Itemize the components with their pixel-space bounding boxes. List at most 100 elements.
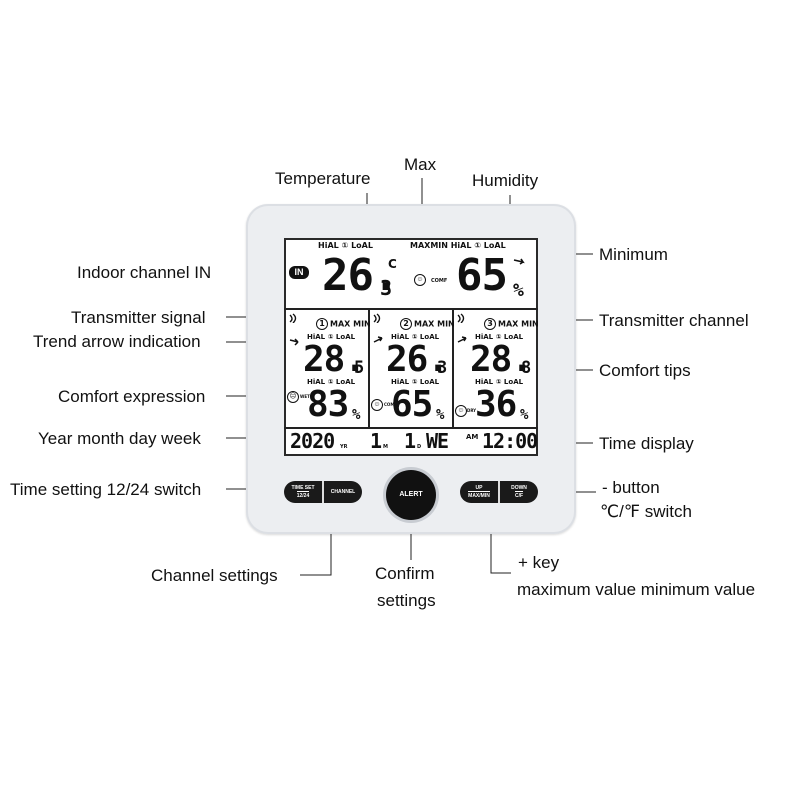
callout-plus-key: + key — [518, 553, 560, 572]
ch1-alarm-labels-2: HiAL ① LoAL — [307, 378, 356, 386]
callout-indoor-channel: Indoor channel IN — [77, 263, 212, 282]
left-button-separator — [322, 481, 324, 503]
year-display: 2020 — [290, 429, 335, 453]
callout-channel-settings: Channel settings — [151, 566, 278, 585]
ch2-signal-waves-icon — [373, 313, 381, 323]
weekday-display: WE — [426, 429, 449, 453]
ch3-trend-arrow-icon — [457, 336, 467, 343]
indoor-comfort-label: COMF — [431, 278, 448, 284]
indoor-trend-arrow-icon — [513, 258, 525, 265]
right-button-pair: UP MAX/MIN DOWN C/F — [460, 481, 538, 503]
ch2-temperature: 26. — [386, 339, 449, 380]
time-set-label: TIME SET — [291, 485, 315, 491]
ch1-sad-face-icon: ☹ — [287, 391, 299, 403]
callout-max: Max — [404, 155, 437, 174]
callout-humidity: Humidity — [472, 171, 539, 190]
ch3-smiley-face-icon: ☺ — [455, 405, 467, 417]
ch3-humidity-percent: % — [520, 407, 529, 423]
ch1-number: 1 — [316, 318, 328, 330]
channel-button[interactable]: CHANNEL — [324, 481, 362, 503]
ch3-alarm-labels: HiAL ① LoAL — [475, 333, 524, 341]
ch3-comfort-label: DRY — [467, 408, 477, 413]
ch1-humidity-percent: % — [352, 407, 361, 423]
callout-unit-switch: ℃/℉ switch — [600, 502, 692, 521]
day-label: D — [417, 444, 422, 450]
ch2-smiley-face-icon: ☺ — [371, 399, 383, 411]
callout-year-month-day-week: Year month day week — [38, 429, 201, 448]
callout-minimum: Minimum — [599, 245, 668, 264]
ch1-temperature-decimal: 5 — [354, 358, 364, 378]
ch1-humidity: 83 — [307, 384, 349, 425]
lcd-divider-bottom — [284, 427, 538, 429]
ch1-max-min: MAX MIN — [330, 319, 371, 329]
time-display: 12:00 — [482, 429, 538, 453]
left-button-pair: TIME SET 12/24 CHANNEL — [284, 481, 362, 503]
time-set-sub-label: 12/24 — [296, 491, 310, 499]
ch1-alarm-labels: HiAL ① LoAL — [307, 333, 356, 341]
down-button[interactable]: DOWN C/F — [500, 481, 538, 503]
up-button-sub-label: MAX/MIN — [468, 491, 490, 499]
year-label: YR — [340, 444, 348, 450]
channel-button-label: CHANNEL — [330, 489, 356, 495]
ch3-signal-waves-icon — [457, 313, 465, 323]
callout-transmitter-signal: Transmitter signal — [71, 308, 206, 327]
indoor-temperature: 26. — [322, 250, 399, 301]
callout-time-display: Time display — [599, 434, 694, 453]
indoor-channel-badge: IN — [289, 266, 309, 279]
lcd-divider-ch2-ch3 — [452, 308, 454, 428]
indoor-alarm-labels-right: MAXMIN HiAL ① LoAL — [410, 241, 506, 250]
month-display: 1 — [370, 429, 382, 453]
transmitter-signal-waves-icon — [289, 313, 297, 323]
am-indicator: AM — [466, 433, 479, 441]
ch2-trend-arrow-icon — [373, 336, 383, 343]
up-button-label: UP — [475, 485, 483, 491]
indoor-alarm-labels-left: HiAL ① LoAL — [318, 241, 373, 250]
ch2-number: 2 — [400, 318, 412, 330]
ch3-humidity: 36 — [475, 384, 517, 425]
ch2-max-min: MAX MIN — [414, 319, 455, 329]
ch3-temperature: 28. — [470, 339, 533, 380]
callout-minus-button: - button — [602, 478, 660, 497]
day-display: 1 — [404, 429, 416, 453]
ch3-alarm-labels-2: HiAL ① LoAL — [475, 378, 524, 386]
callout-trend-arrow: Trend arrow indication — [33, 332, 201, 351]
callout-temperature: Temperature — [275, 169, 371, 188]
callout-time-setting-switch: Time setting 12/24 switch — [10, 480, 202, 499]
ch2-alarm-labels-2: HiAL ① LoAL — [391, 378, 440, 386]
callout-comfort-tips: Comfort tips — [599, 361, 691, 380]
ch1-temperature: 28. — [303, 339, 366, 380]
up-button[interactable]: UP MAX/MIN — [460, 481, 498, 503]
callout-confirm-line2: settings — [377, 591, 436, 610]
indoor-temperature-decimal: 3 — [380, 276, 392, 300]
indoor-humidity: 65 — [456, 250, 508, 301]
ch2-alarm-labels: HiAL ① LoAL — [391, 333, 440, 341]
alert-button[interactable]: ALERT — [386, 470, 436, 520]
ch3-number: 3 — [484, 318, 496, 330]
indoor-temperature-unit: C — [388, 257, 397, 271]
callout-max-min-value: maximum value minimum value — [517, 580, 756, 599]
ch3-temperature-decimal: 8 — [521, 358, 531, 378]
indoor-humidity-percent: % — [513, 280, 524, 301]
indoor-smiley-face-icon: ☺ — [414, 274, 426, 286]
lcd-divider-top — [284, 308, 538, 310]
ch2-humidity-percent: % — [436, 407, 445, 423]
month-label: M — [383, 444, 388, 450]
callout-confirm-line1: Confirm — [375, 564, 435, 583]
ch1-trend-arrow-icon — [289, 338, 299, 346]
callout-transmitter-channel: Transmitter channel — [599, 311, 749, 330]
ch2-humidity: 65 — [391, 384, 433, 425]
callout-comfort-expression: Comfort expression — [58, 387, 206, 406]
ch1-comfort-label: WET — [300, 394, 310, 399]
down-button-label: DOWN — [511, 485, 527, 491]
lcd-divider-ch1-ch2 — [368, 308, 370, 428]
right-button-separator — [498, 481, 500, 503]
lcd-screen — [284, 238, 538, 456]
ch2-comfort-label: COMF — [384, 402, 398, 407]
ch2-temperature-decimal: 3 — [437, 358, 447, 378]
time-set-button[interactable]: TIME SET 12/24 — [284, 481, 322, 503]
ch3-max-min: MAX MIN — [498, 319, 539, 329]
down-button-sub-label: C/F — [514, 491, 524, 499]
